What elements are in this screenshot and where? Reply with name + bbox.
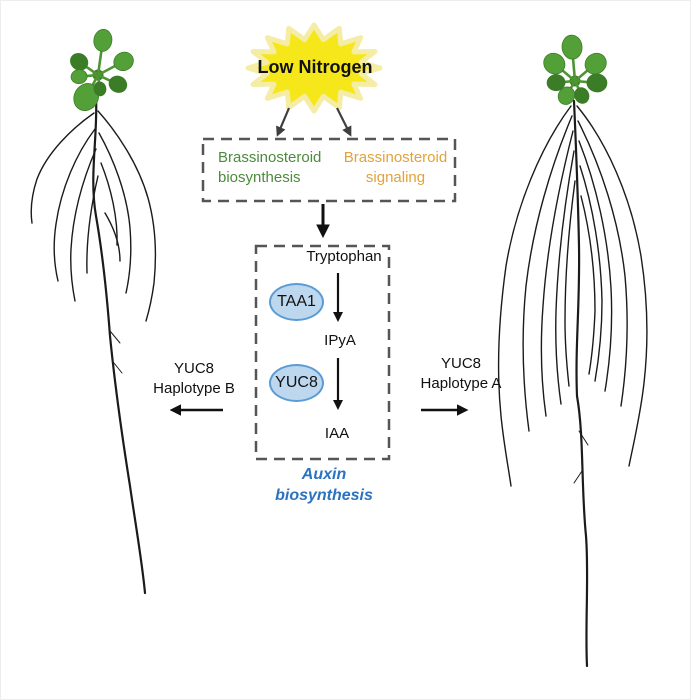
arrow-to-signaling — [336, 107, 352, 137]
left-plant-roots — [30, 94, 157, 595]
right-plant-roots — [497, 99, 648, 668]
signaling-line1: Brassinosteroid — [343, 149, 448, 166]
brassinosteroid-biosynthesis-label: Brassinosteroid biosynthesis — [218, 148, 336, 201]
signaling-line2: signaling — [365, 169, 426, 186]
iaa-label: IAA — [324, 425, 350, 442]
auxin-caption-line1: Auxin — [301, 466, 347, 483]
tryptophan-label: Tryptophan — [306, 248, 382, 265]
left-plant-rosette — [70, 28, 134, 112]
brassinosteroid-box: Brassinosteroid biosynthesis Brassinoste… — [203, 139, 455, 201]
yuc8-haplotype-b-label: YUC8 Haplotype B — [134, 359, 254, 399]
biosynthesis-line1: Brassinosteroid — [218, 149, 322, 166]
right-plant-rosette — [543, 34, 608, 105]
right-outcome-line2: Haplotype A — [420, 375, 502, 392]
low-nitrogen-starburst-icon — [245, 22, 383, 114]
auxin-box-border — [254, 244, 391, 461]
brassinosteroid-box-border — [201, 137, 457, 203]
auxin-caption-line2: biosynthesis — [275, 487, 373, 504]
brassinosteroid-signaling-label: Brassinosteroid signaling — [336, 148, 455, 201]
auxin-biosynthesis-caption: Auxin biosynthesis — [243, 464, 405, 506]
biosynthesis-line2: biosynthesis — [218, 169, 301, 186]
arrow-to-biosynthesis — [276, 107, 291, 137]
ipya-label: IPyA — [324, 332, 356, 349]
yuc8-haplotype-a-label: YUC8 Haplotype A — [401, 354, 521, 394]
right-plant-image — [497, 34, 648, 668]
left-outcome-line1: YUC8 — [173, 360, 214, 377]
taa1-enzyme-ellipse: TAA1 — [269, 283, 324, 321]
low-nitrogen-label: Low Nitrogen — [257, 57, 373, 77]
yuc8-enzyme-ellipse: YUC8 — [269, 364, 324, 402]
left-outcome-line2: Haplotype B — [153, 380, 235, 397]
left-plant-image — [30, 28, 157, 595]
right-outcome-line1: YUC8 — [440, 355, 481, 372]
